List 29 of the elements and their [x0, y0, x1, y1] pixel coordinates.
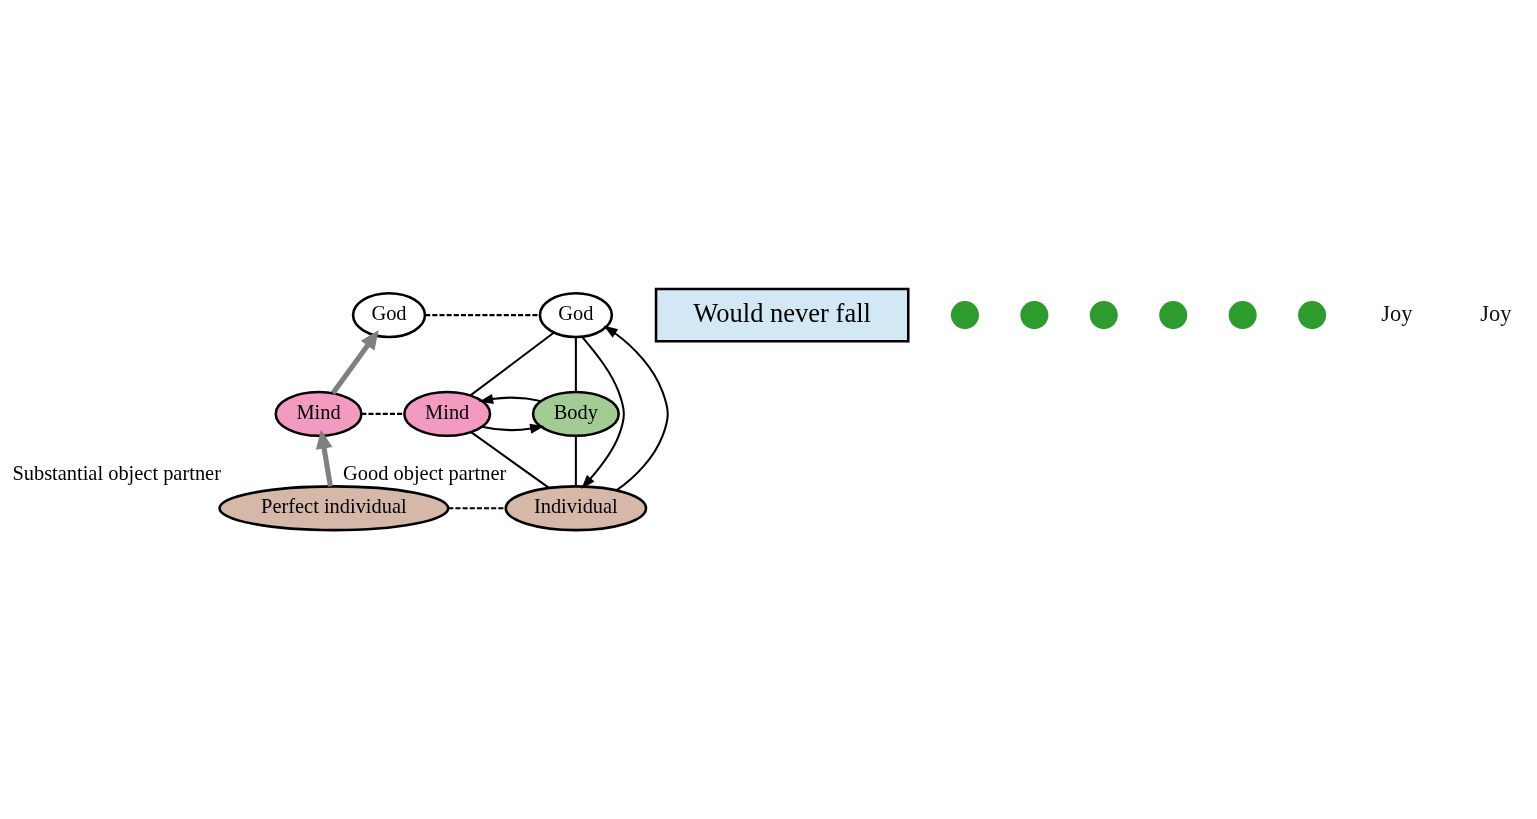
- node-circle: [1228, 301, 1257, 330]
- node-circle: [1089, 301, 1118, 330]
- node-circle: [1020, 301, 1049, 330]
- connector: [361, 412, 405, 415]
- node-label: Good object partner: [343, 462, 507, 485]
- connector: [469, 331, 555, 397]
- arrow: [478, 394, 542, 404]
- connector: [574, 337, 577, 392]
- arrow: [481, 423, 545, 434]
- label: Joy: [1381, 300, 1413, 326]
- node-ellipse: Perfect individual: [218, 485, 450, 532]
- node-ellipse: Mind: [274, 390, 363, 438]
- connector: [448, 507, 506, 510]
- connector: [574, 435, 577, 487]
- node-circle: [950, 301, 979, 330]
- node-ellipse: God: [538, 291, 614, 339]
- node-ellipse: God: [351, 291, 427, 339]
- connector: [470, 431, 550, 489]
- connector: [425, 314, 540, 317]
- node-ellipse: Individual: [504, 485, 648, 532]
- arrow: [603, 325, 669, 492]
- label: Joy: [1480, 300, 1512, 326]
- node-circle: [1298, 301, 1327, 330]
- node-box: Would never fall: [654, 287, 910, 343]
- arrow: [581, 336, 625, 489]
- node-circle: [1159, 301, 1188, 330]
- node-label: Substantial object partner: [12, 462, 221, 485]
- arrow: [315, 429, 333, 487]
- arrow: [330, 330, 379, 395]
